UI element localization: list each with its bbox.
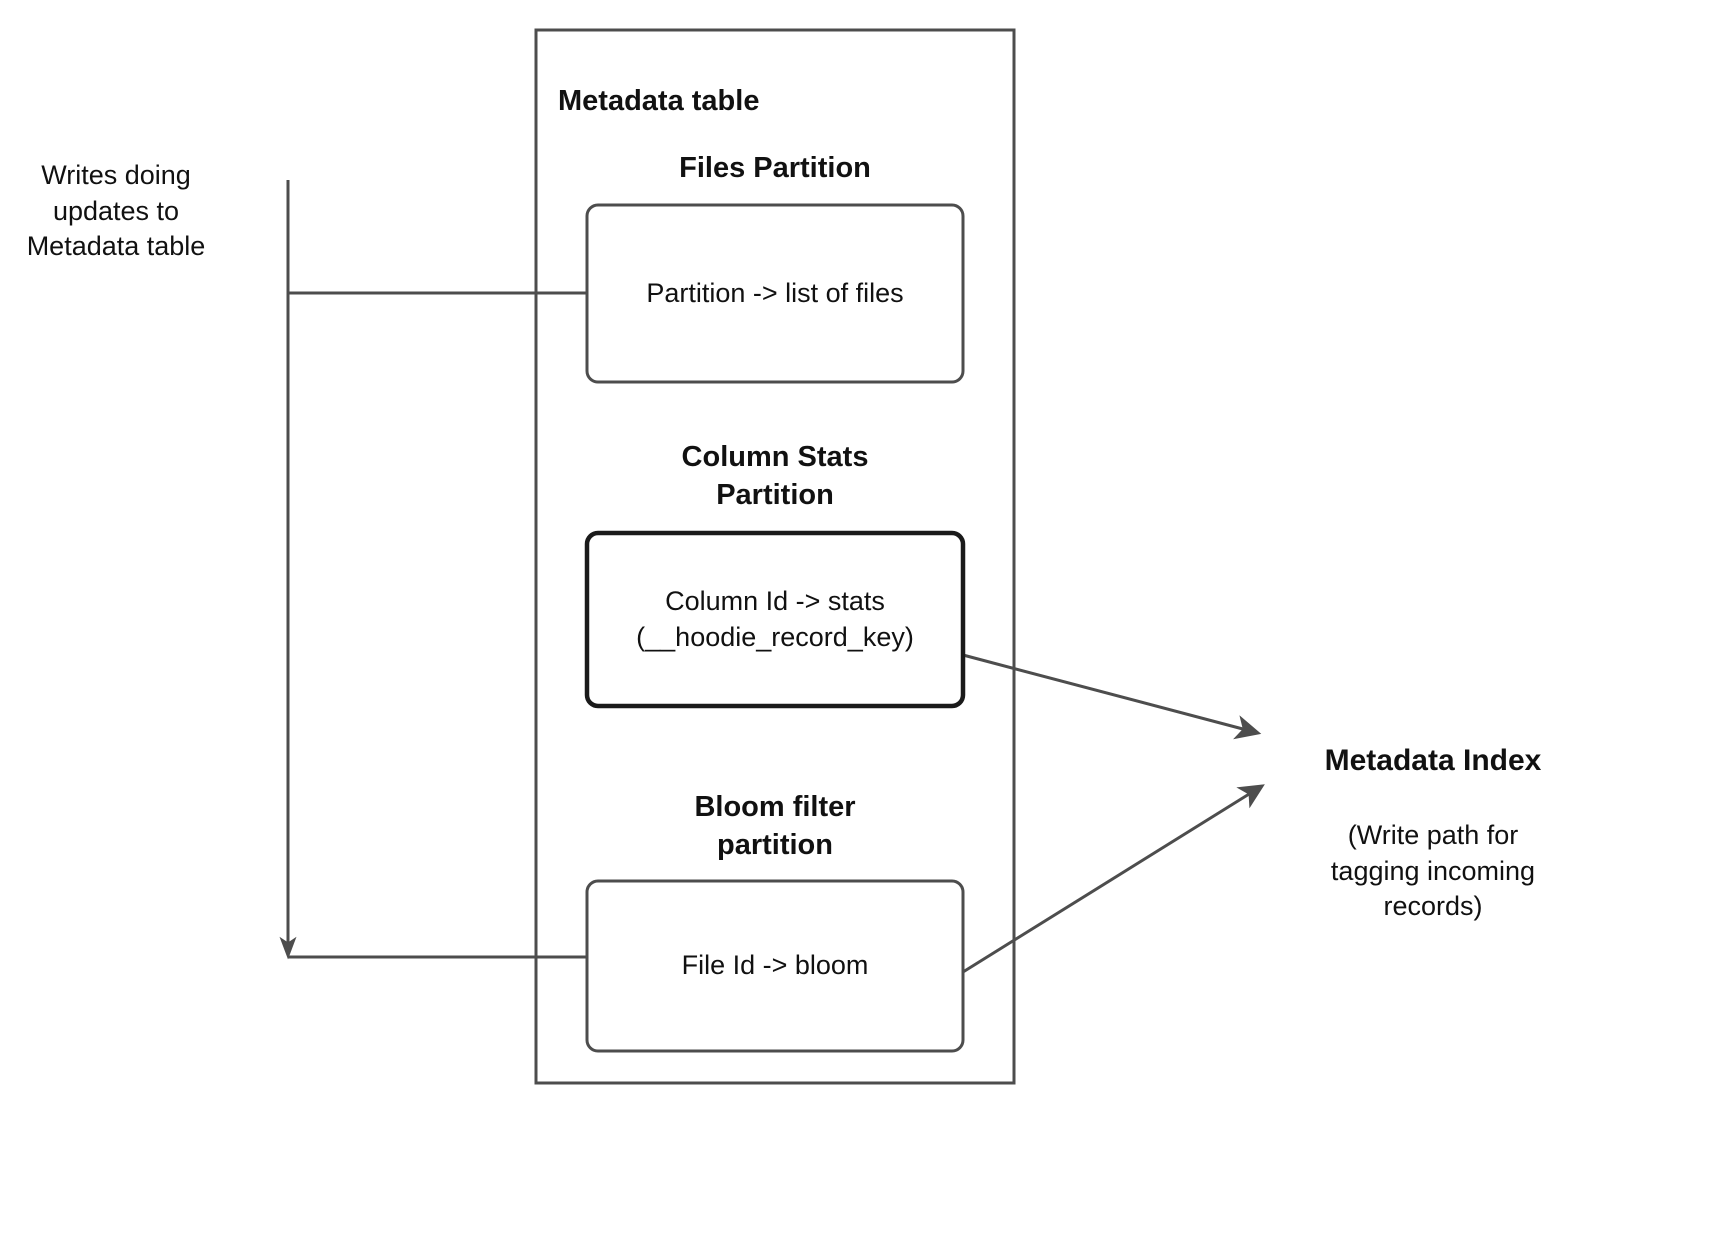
column-stats-box-label: Column Id -> stats (__hoodie_record_key)	[636, 585, 914, 652]
files-partition-box-label: Partition -> list of files	[646, 277, 904, 308]
files-partition-heading: Files Partition	[679, 152, 871, 184]
metadata-index-title: Metadata Index	[1324, 744, 1542, 777]
bloom-filter-heading: Bloom filter partition	[694, 791, 856, 862]
metadata-table-title: Metadata table	[558, 85, 760, 117]
metadata-index-caption: (Write path for tagging incoming records…	[1330, 820, 1536, 922]
write-path-connector	[279, 180, 588, 960]
column-stats-heading: Column Stats Partition	[681, 441, 869, 512]
bloom-filter-box-label: File Id -> bloom	[681, 950, 869, 981]
metadata-index-connectors	[962, 653, 1265, 974]
writes-label: Writes doing updates to Metadata table	[26, 160, 206, 262]
